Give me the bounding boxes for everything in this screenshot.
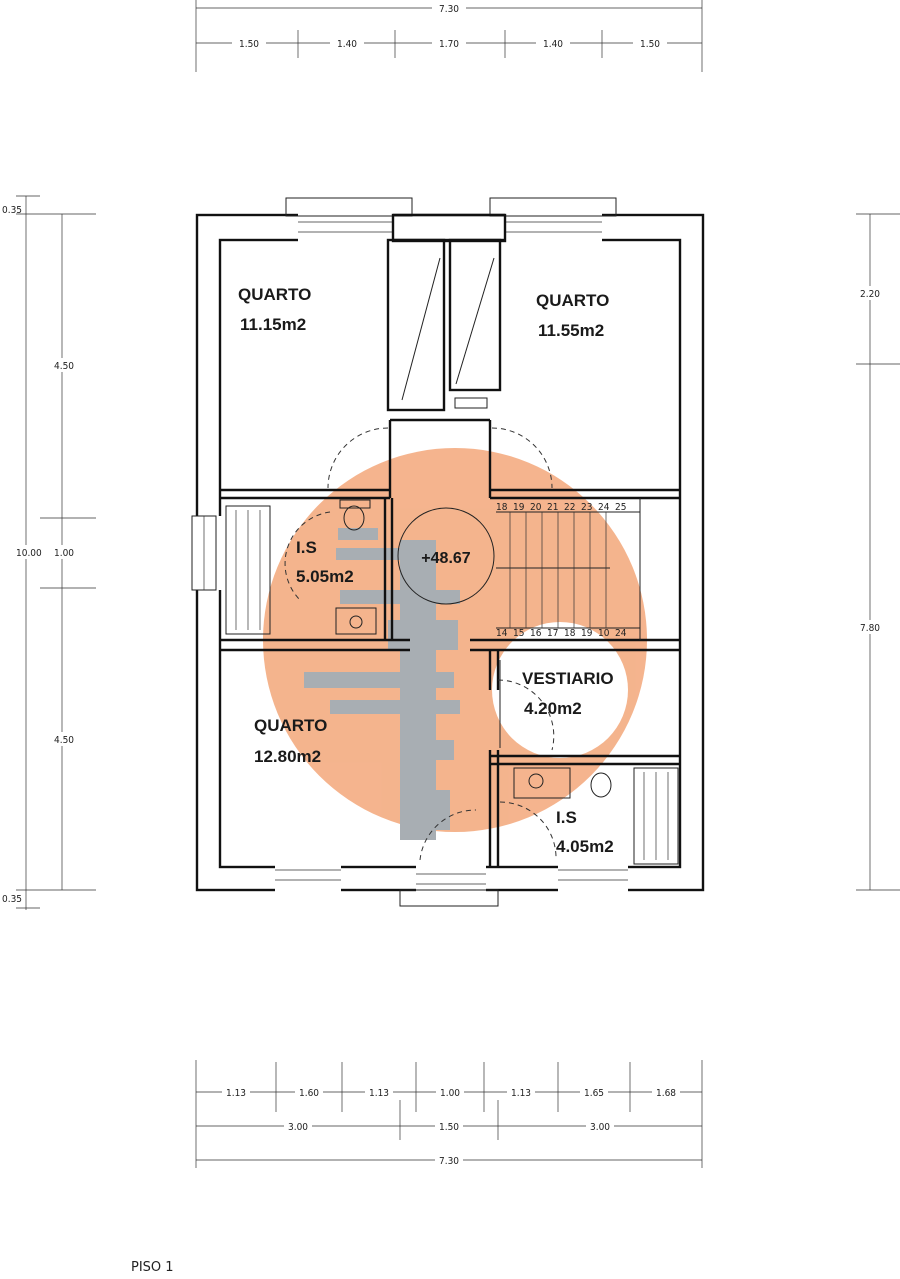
room-name-vestiario: VESTIARIO [522,669,614,688]
stair-num: 18 [564,628,576,639]
dim-left-4: 4.50 [54,735,74,746]
room-name-quarto-1: QUARTO [238,285,311,304]
dimension-bottom: 1.13 1.60 1.13 1.00 1.13 1.65 1.68 3.00 … [195,1060,703,1168]
room-area-quarto-1: 11.15m2 [240,315,306,334]
dim-top-5: 1.50 [640,39,660,50]
stair-num: 19 [513,502,525,513]
dim-left-3: 1.00 [54,548,74,559]
stair-num: 19 [581,628,593,639]
dim-left-5: 0.35 [2,894,22,905]
dim-bottom-mid-1: 3.00 [288,1122,308,1133]
dim-top-total: 7.30 [439,4,459,15]
dim-bottom-3: 1.13 [369,1088,389,1099]
level-mark: +48.67 [421,550,470,567]
watermark-logo [263,448,647,840]
stair-num: 23 [581,502,592,513]
stair-num: 14 [496,628,508,639]
stair-num: 10 [598,628,610,639]
dim-left-1: 0.35 [2,205,22,216]
fixtures [225,499,679,865]
room-area-quarto-3: 12.80m2 [254,747,321,766]
room-name-is-1: I.S [296,538,317,557]
floor-caption: PISO 1 [131,1260,174,1275]
dim-left-2: 4.50 [54,361,74,372]
dim-bottom-5: 1.13 [511,1088,531,1099]
room-name-quarto-2: QUARTO [536,291,609,310]
room-area-vestiario: 4.20m2 [524,699,582,718]
stair-num: 25 [615,502,626,513]
room-area-quarto-2: 11.55m2 [538,321,604,340]
dim-right-2: 7.80 [860,623,880,634]
stair-num: 16 [530,628,542,639]
room-name-quarto-3: QUARTO [254,716,327,735]
dim-top-1: 1.50 [239,39,259,50]
dim-left-total: 10.00 [16,548,42,559]
stair-num: 15 [513,628,524,639]
room-labels: QUARTO 11.15m2 QUARTO 11.55m2 I.S 5.05m2… [238,285,614,856]
room-area-is-1: 5.05m2 [296,567,354,586]
dimension-left: 0.35 4.50 1.00 4.50 0.35 10.00 [2,195,96,910]
dim-bottom-mid-3: 3.00 [590,1122,610,1133]
dim-top-4: 1.40 [543,39,563,50]
dim-bottom-2: 1.60 [299,1088,319,1099]
dim-bottom-4: 1.00 [440,1088,460,1099]
stair-num: 22 [564,502,575,513]
room-area-is-2: 4.05m2 [556,837,614,856]
dim-bottom-1: 1.13 [226,1088,246,1099]
dim-bottom-total: 7.30 [439,1156,459,1167]
dim-right-1: 2.20 [860,289,880,300]
dimension-right: 2.20 7.80 [856,213,900,891]
dim-bottom-6: 1.65 [584,1088,604,1099]
dim-bottom-mid-2: 1.50 [439,1122,459,1133]
staircase: 18 19 20 21 22 23 24 25 14 15 16 17 18 1… [496,498,641,640]
dim-bottom-7: 1.68 [656,1088,676,1099]
walls [191,197,705,907]
door-swings [284,427,557,861]
level-circle [397,507,495,605]
stair-num: 21 [547,502,558,513]
stair-num: 18 [496,502,508,513]
stair-num: 20 [530,502,542,513]
stair-num: 24 [598,502,610,513]
dimension-top: 7.30 1.50 1.40 1.70 1.40 1.50 [195,0,703,72]
room-name-is-2: I.S [556,808,577,827]
dim-top-2: 1.40 [337,39,357,50]
stair-num: 24 [615,628,627,639]
stair-num: 17 [547,628,558,639]
dim-top-3: 1.70 [439,39,459,50]
